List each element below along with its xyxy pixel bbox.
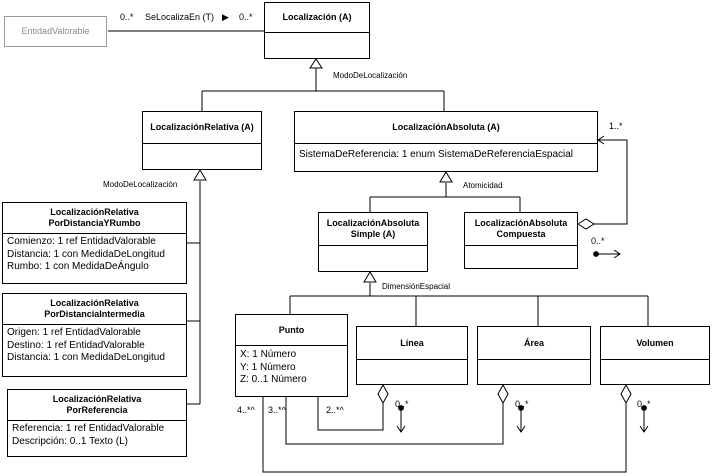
class-name: Volumen <box>601 327 709 360</box>
class-attributes: SistemaDeReferencia: 1 enum SistemaDeRef… <box>295 144 597 162</box>
multiplicity-label: 0..* <box>120 12 134 22</box>
class-attributes: X: 1 Número Y: 1 Número Z: 0..1 Número <box>236 346 347 387</box>
multiplicity-label: 0..* <box>515 399 529 409</box>
multiplicity-label: 0..* <box>239 12 253 22</box>
class-name-line: PorReferencia <box>66 405 128 415</box>
class-name-line: LocalizaciónAbsoluta <box>474 218 568 228</box>
class-localizacion-relativa[interactable]: LocalizaciónRelativa (A) <box>142 111 262 170</box>
attribute: Z: 0..1 Número <box>240 374 307 385</box>
class-name: LocalizaciónRelativa PorDistanciaInterme… <box>3 294 186 325</box>
aggregation-diamond-volumen <box>620 383 632 405</box>
multiplicity-label: 3..*^ <box>268 405 286 415</box>
class-name: LocalizaciónRelativa PorReferencia <box>8 390 186 421</box>
class-volumen[interactable]: Volumen <box>600 326 710 385</box>
multiplicity-label: 1..* <box>609 121 623 131</box>
class-name-line: Simple (A) <box>350 229 396 239</box>
generalization-triangle-absoluta <box>439 171 453 183</box>
aggregation-line-volumen <box>262 397 627 473</box>
aggregation-line-area <box>285 397 504 445</box>
class-relativa-referencia[interactable]: LocalizaciónRelativa PorReferencia Refer… <box>7 389 187 457</box>
attribute: X: 1 Número <box>240 349 297 360</box>
generalization-triangle-relativa <box>193 169 207 181</box>
class-name: LocalizaciónAbsoluta Compuesta <box>465 213 577 246</box>
class-relativa-distancia-rumbo[interactable]: LocalizaciónRelativa PorDistanciaYRumbo … <box>2 202 187 284</box>
partition-label: Atomicidad <box>463 181 503 190</box>
class-name-line: LocalizaciónRelativa <box>50 298 139 308</box>
attribute: Origen: 1 ref EntidadValorable <box>7 327 141 338</box>
class-name-line: LocalizaciónRelativa <box>50 207 139 217</box>
aggregation-diamond-linea <box>377 383 389 405</box>
multiplicity-label: 0..* <box>395 399 409 409</box>
class-name: Punto <box>236 315 347 346</box>
class-name: LocalizaciónRelativa (A) <box>143 112 261 144</box>
generalization-triangle-simple <box>363 271 377 283</box>
attribute: Comienzo: 1 ref EntidadValorable <box>7 236 156 247</box>
multiplicity-label: 0..* <box>637 399 651 409</box>
association-name-label: SeLocalizaEn (T) <box>145 12 215 22</box>
attribute: Descripción: 0..1 Texto (L) <box>12 435 128 447</box>
class-name-line: LocalizaciónAbsoluta <box>326 218 420 228</box>
class-name: LocalizaciónAbsoluta (A) <box>295 112 597 144</box>
multiplicity-label: 2..*^ <box>326 405 344 415</box>
aggregation-diamond-area <box>497 383 509 405</box>
multiplicity-label: 0..* <box>591 236 605 246</box>
attribute: SistemaDeReferencia: 1 enum SistemaDeRef… <box>299 149 574 160</box>
class-name-line: PorDistanciaIntermedia <box>44 309 145 319</box>
direction-arrow-icon: ▶ <box>222 12 229 22</box>
partition-label: ModoDeLocalización <box>103 180 178 189</box>
aggregation-line-compuesta <box>594 139 628 225</box>
class-name: Área <box>478 327 590 360</box>
class-entidadvalorable[interactable]: EntidadValorable <box>4 16 107 47</box>
multiplicity-label: 4..*^ <box>237 405 255 415</box>
class-linea[interactable]: Línea <box>356 326 468 385</box>
navigability-dot-compuesta <box>593 251 599 257</box>
class-relativa-distancia-intermedia[interactable]: LocalizaciónRelativa PorDistanciaInterme… <box>2 293 187 377</box>
navigability-dot-area <box>518 405 524 411</box>
aggregation-line-linea <box>317 397 384 431</box>
class-attributes: Origen: 1 ref EntidadValorable Destino: … <box>3 325 186 365</box>
class-name-line: Compuesta <box>496 229 546 239</box>
class-name: Línea <box>357 327 467 360</box>
class-name-line: PorDistanciaYRumbo <box>48 218 141 228</box>
aggregation-diamond-compuesta <box>577 218 595 230</box>
class-punto[interactable]: Punto X: 1 Número Y: 1 Número Z: 0..1 Nú… <box>235 314 348 397</box>
class-localizacion-absoluta[interactable]: LocalizaciónAbsoluta (A) SistemaDeRefere… <box>294 111 598 172</box>
class-area[interactable]: Área <box>477 326 591 385</box>
partition-label: ModoDeLocalización <box>333 71 408 80</box>
attribute: Distancia: 1 con MedidaDeLongitud <box>7 248 165 260</box>
attribute: Y: 1 Número <box>240 361 296 373</box>
attribute: Rumbo: 1 con MedidaDeÁngulo <box>7 261 149 272</box>
class-attributes: Comienzo: 1 ref EntidadValorable Distanc… <box>3 234 186 274</box>
class-absoluta-compuesta[interactable]: LocalizaciónAbsoluta Compuesta <box>464 212 578 269</box>
class-name: Localización (A) <box>265 3 369 33</box>
partition-label: DimensiónEspacial <box>382 282 451 291</box>
navigability-dot-volumen <box>641 405 647 411</box>
attribute: Distancia: 1 con MedidaDeLongitud <box>7 352 165 363</box>
class-localizacion[interactable]: Localización (A) <box>264 2 370 59</box>
class-absoluta-simple[interactable]: LocalizaciónAbsoluta Simple (A) <box>318 212 428 272</box>
class-name-line: LocalizaciónRelativa <box>52 394 142 404</box>
navigability-dot-linea <box>398 405 404 411</box>
class-name: LocalizaciónAbsoluta Simple (A) <box>319 213 427 246</box>
class-name: EntidadValorable <box>21 26 90 36</box>
generalization-triangle-localizacion <box>309 58 323 69</box>
class-name: LocalizaciónRelativa PorDistanciaYRumbo <box>3 203 186 234</box>
class-attributes: Referencia: 1 ref EntidadValorable Descr… <box>8 421 186 448</box>
attribute: Referencia: 1 ref EntidadValorable <box>12 423 165 434</box>
attribute: Destino: 1 ref EntidadValorable <box>7 339 145 351</box>
